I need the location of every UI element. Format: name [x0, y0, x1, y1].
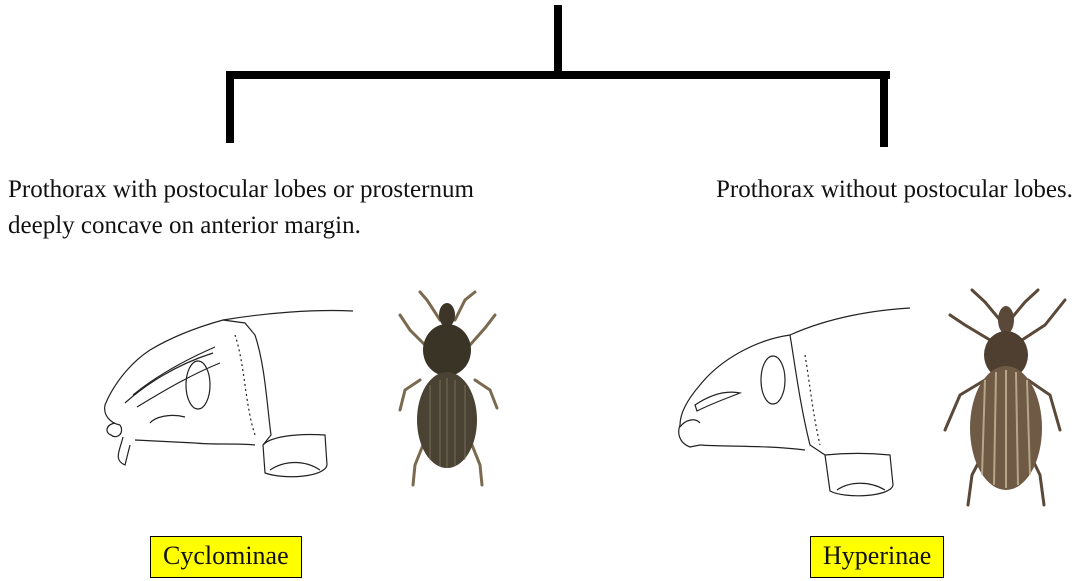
couplet-right-description: Prothorax without postocular lobes.: [716, 172, 1076, 208]
taxon-label-hyperinae: Hyperinae: [810, 536, 944, 578]
taxon-label-cyclominae: Cyclominae: [150, 536, 302, 578]
prothorax-lateral-drawing-left: [95, 305, 365, 505]
beetle-photo-hyperinae: [930, 280, 1080, 520]
beetle-photo-cyclominae: [385, 280, 505, 500]
couplet-left-description: Prothorax with postocular lobes or prost…: [8, 172, 478, 244]
prothorax-lateral-drawing-right: [665, 305, 925, 505]
key-bracket: [0, 0, 1085, 160]
